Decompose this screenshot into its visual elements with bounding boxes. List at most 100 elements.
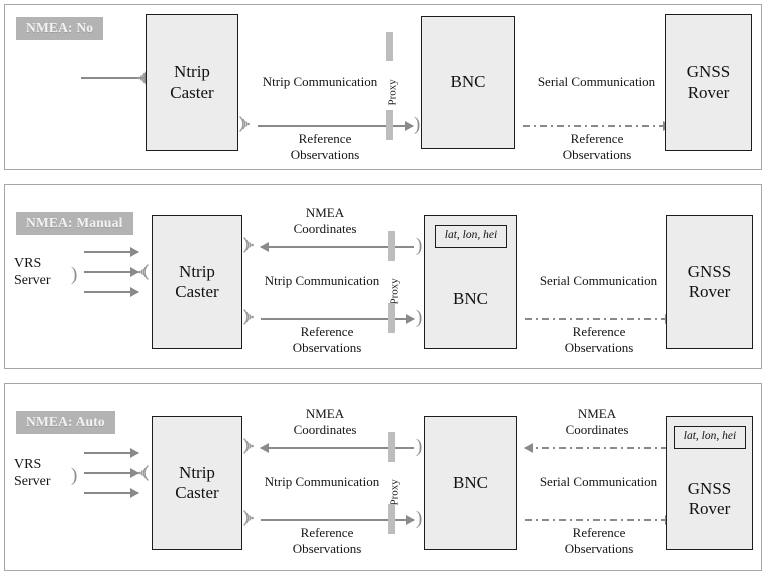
arrowhead xyxy=(130,267,139,277)
link-label-reference-observations-right: Reference Observations xyxy=(564,525,634,557)
arc-icon: ) xyxy=(416,235,423,256)
link-label-serial-communication: Serial Communication xyxy=(539,474,658,489)
signal-icon xyxy=(241,306,257,328)
coordinate-chip: lat, lon, hei xyxy=(435,225,507,248)
node-label-line2: Caster xyxy=(175,483,219,502)
signal-icon xyxy=(241,234,257,256)
arrow-shaft xyxy=(84,291,138,293)
arrowhead xyxy=(130,488,139,498)
node-gnss-rover: GNSS Rover xyxy=(666,215,753,349)
node-label-line2: Caster xyxy=(175,282,219,301)
arrow-shaft xyxy=(523,125,671,127)
node-label-line1: BNC xyxy=(453,288,488,308)
link-label-reference-observations-left: Reference Observations xyxy=(292,525,362,557)
arrowhead xyxy=(405,121,414,131)
arrow-shaft xyxy=(84,271,138,273)
proxy-divider-icon xyxy=(386,32,393,61)
panel-nmea-no: NMEA: No Ntrip Caster Ntrip Communicatio… xyxy=(4,4,762,170)
source-label-vrs-server: VRS Server xyxy=(14,457,51,490)
arrow-shaft xyxy=(261,519,414,521)
arrowhead xyxy=(260,443,269,453)
link-label-ntrip-communication: Ntrip Communication xyxy=(264,474,380,489)
link-label-serial-communication: Serial Communication xyxy=(539,273,658,288)
arrow-shaft xyxy=(261,318,414,320)
node-label-line1: Ntrip xyxy=(179,462,215,482)
link-label-serial-communication: Serial Communication xyxy=(537,74,656,89)
arrow-shaft xyxy=(525,447,673,449)
arrowhead xyxy=(130,448,139,458)
arc-icon: ) xyxy=(416,307,423,328)
proxy-label: Proxy xyxy=(386,79,399,106)
node-bnc: lat, lon, hei BNC xyxy=(424,215,517,349)
link-label-nmea-coordinates-left: NMEA Coordinates xyxy=(293,205,357,237)
node-label-line2: Rover xyxy=(687,82,730,102)
proxy-divider-icon xyxy=(388,303,395,333)
mode-badge: NMEA: No xyxy=(16,17,104,41)
arrow-shaft xyxy=(84,251,138,253)
arc-icon: ) xyxy=(416,436,423,457)
node-ntrip-caster: Ntrip Caster xyxy=(152,416,242,550)
node-label-line1: Ntrip xyxy=(179,261,215,281)
node-bnc: BNC xyxy=(421,16,515,149)
node-label-line1: BNC xyxy=(450,72,486,92)
node-label-line1: GNSS xyxy=(687,261,732,281)
arrow-shaft xyxy=(525,519,673,521)
signal-icon xyxy=(135,462,151,484)
arrowhead xyxy=(130,287,139,297)
signal-icon xyxy=(237,113,253,135)
arrow-shaft xyxy=(258,125,413,127)
link-label-reference-observations-right: Reference Observations xyxy=(562,131,632,163)
panel-nmea-manual: NMEA: Manual VRS Server ) xyxy=(4,184,762,369)
arrowhead xyxy=(130,468,139,478)
node-label-line2: Rover xyxy=(688,282,731,301)
node-label-line1: Ntrip xyxy=(174,62,210,82)
node-ntrip-caster: Ntrip Caster xyxy=(152,215,242,349)
arc-icon: ) xyxy=(71,264,78,285)
node-bnc: BNC xyxy=(424,416,517,550)
signal-icon xyxy=(241,435,257,457)
proxy-divider-icon xyxy=(388,231,395,261)
coordinate-chip: lat, lon, hei xyxy=(674,426,746,449)
arrowhead xyxy=(260,242,269,252)
node-label-line2: Rover xyxy=(688,499,731,518)
node-label-line1: GNSS xyxy=(686,62,731,82)
node-gnss-rover: lat, lon, hei GNSS Rover xyxy=(666,416,753,550)
arc-icon: ) xyxy=(414,114,421,135)
node-gnss-rover: GNSS Rover xyxy=(665,14,752,151)
mode-badge: NMEA: Auto xyxy=(16,411,115,435)
arrow-shaft xyxy=(84,452,138,454)
link-label-ntrip-communication: Ntrip Communication xyxy=(264,273,380,288)
arrow-shaft xyxy=(261,447,414,449)
source-label-vrs-server: VRS Server xyxy=(14,256,51,289)
link-label-nmea-coordinates-right: NMEA Coordinates xyxy=(565,406,629,438)
proxy-divider-icon xyxy=(386,110,393,140)
arrowhead xyxy=(130,247,139,257)
node-label-line2: Caster xyxy=(170,82,214,102)
arrow-shaft xyxy=(525,318,673,320)
arrow-shaft xyxy=(81,77,153,79)
node-label-line1: GNSS xyxy=(687,478,732,498)
arrow-shaft xyxy=(261,246,414,248)
link-label-reference-observations-right: Reference Observations xyxy=(564,324,634,356)
link-label-nmea-coordinates-left: NMEA Coordinates xyxy=(293,406,357,438)
arrowhead xyxy=(524,443,533,453)
link-label-ntrip-communication: Ntrip Communication xyxy=(262,74,378,89)
arrow-shaft xyxy=(84,472,138,474)
mode-badge: NMEA: Manual xyxy=(16,212,133,236)
proxy-label: Proxy xyxy=(388,278,401,305)
panel-nmea-auto: NMEA: Auto VRS Server ) xyxy=(4,383,762,571)
signal-icon xyxy=(241,507,257,529)
arrowhead xyxy=(406,314,415,324)
arrowhead xyxy=(406,515,415,525)
link-label-reference-observations-left: Reference Observations xyxy=(292,324,362,356)
signal-icon xyxy=(135,261,151,283)
link-label-reference-observations-left: Reference Observations xyxy=(290,131,360,163)
arrow-shaft xyxy=(84,492,138,494)
proxy-label: Proxy xyxy=(388,479,401,506)
node-label-line1: BNC xyxy=(453,472,488,492)
proxy-divider-icon xyxy=(388,504,395,534)
arc-icon: ) xyxy=(416,508,423,529)
node-ntrip-caster: Ntrip Caster xyxy=(146,14,238,151)
arc-icon: ) xyxy=(71,465,78,486)
